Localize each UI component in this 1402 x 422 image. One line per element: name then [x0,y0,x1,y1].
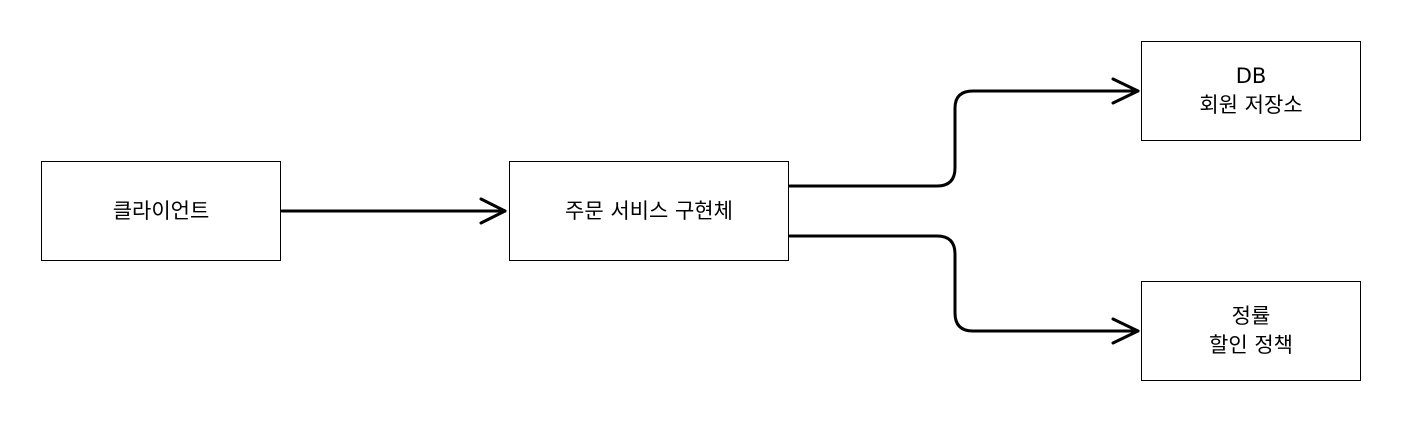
arrowhead-db [1111,77,1140,105]
order-service-box: 주문 서비스 구현체 [509,161,789,261]
order-service-label: 주문 서비스 구현체 [565,198,733,223]
client-box: 클라이언트 [41,161,281,261]
discount-policy-label-line2: 할인 정책 [1209,333,1293,357]
arrowhead-order [479,197,507,225]
client-label: 클라이언트 [112,198,210,223]
discount-policy-box: 정률 할인 정책 [1141,281,1361,381]
arrowhead-discount [1111,317,1140,345]
discount-policy-label-line1: 정률 [1231,304,1271,328]
member-repository-label-line2: 회원 저장소 [1199,93,1303,117]
edge-order-to-db [788,89,1140,188]
edge-order-to-discount [788,234,1140,333]
member-repository-box: DB 회원 저장소 [1141,41,1361,141]
member-repository-label-line1: DB [1235,64,1267,88]
